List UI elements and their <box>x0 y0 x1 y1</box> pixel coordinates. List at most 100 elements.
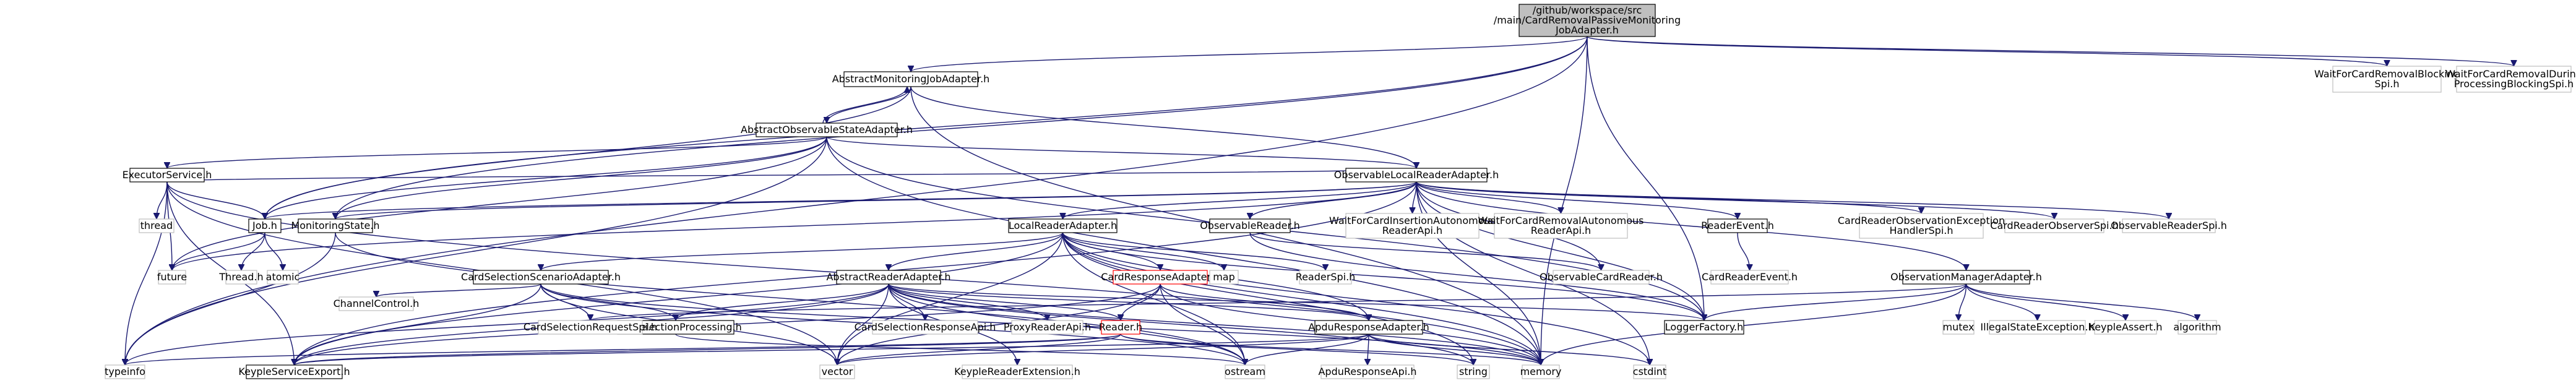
node-box-mstate <box>298 218 373 233</box>
node-obsreader[interactable]: ObservableReader.h <box>1200 218 1300 233</box>
node-box-aosa <box>756 123 898 137</box>
node-label-apduapi-0: ApduResponseApi.h <box>1318 366 1416 377</box>
node-box-ara <box>836 270 941 285</box>
node-kse[interactable]: KeypleServiceExport.h <box>238 364 350 379</box>
edge-reader-to-memory <box>1120 334 1541 366</box>
node-box-cra <box>1113 270 1208 285</box>
node-ara[interactable]: AbstractReaderAdapter.h <box>826 270 951 285</box>
node-ostream: ostream <box>1225 364 1265 379</box>
node-box-ise <box>1989 320 2086 335</box>
node-label-kre-0: KeypleReaderExtension.h <box>954 366 1080 377</box>
node-box-cc <box>338 296 414 311</box>
node-box-prapi <box>1011 320 1083 335</box>
node-olra[interactable]: ObservableLocalReaderAdapter.h <box>1334 168 1499 183</box>
edge-oma-to-mutex <box>1958 283 1967 321</box>
node-box-ocr <box>1553 270 1650 285</box>
edge-olra-to-revent <box>1416 181 1738 220</box>
node-box-apduapi <box>1320 364 1415 379</box>
node-label-cstdint-0: cstdint <box>1633 366 1666 377</box>
node-string: string <box>1457 364 1490 379</box>
node-box-wfcrar <box>1494 213 1628 239</box>
node-label-cc-0: ChannelControl.h <box>334 298 420 309</box>
node-map: map <box>1209 270 1239 285</box>
node-box-wfcrbs <box>2332 66 2442 93</box>
edge-cra-to-apdu <box>1160 283 1369 321</box>
node-exec[interactable]: ExecutorService.h <box>123 168 212 183</box>
node-ocr: ObservableCardReader.h <box>1540 270 1663 285</box>
node-box-root <box>1518 4 1656 37</box>
node-box-typeinfo <box>105 364 145 379</box>
node-revent[interactable]: ReaderEvent.h <box>1701 218 1774 233</box>
node-box-wfcrdp <box>2456 66 2572 93</box>
node-amja[interactable]: AbstractMonitoringJobAdapter.h <box>832 71 990 87</box>
node-box-future <box>158 270 186 285</box>
edge-lra-to-rspi <box>1062 232 1326 271</box>
node-label-obsrspi-0: ObservableReaderSpi.h <box>2111 220 2227 231</box>
edge-root-to-lfact <box>1587 36 1704 321</box>
edge-lra-to-memory <box>1062 232 1541 365</box>
node-label-ise-0: IllegalStateException.h <box>1980 321 2094 333</box>
edge-root-to-mstate <box>335 36 1588 219</box>
node-label-future-0: future <box>157 271 187 283</box>
node-lfact[interactable]: LoggerFactory.h <box>1664 320 1744 335</box>
edge-lra-to-lfact <box>1062 232 1705 321</box>
node-label-rspi-0: ReaderSpi.h <box>1296 271 1356 283</box>
node-box-kassert <box>2094 320 2157 335</box>
edge-apdu-to-vector <box>837 334 1369 366</box>
edge-aosa-to-olra <box>826 136 1416 169</box>
node-cra[interactable]: CardResponseAdapter.h <box>1101 270 1220 285</box>
node-label-ara-0: AbstractReaderAdapter.h <box>826 271 950 283</box>
node-label-wfciar-0: WaitForCardInsertionAutonomous <box>1329 215 1496 226</box>
node-box-memory <box>1522 364 1560 379</box>
node-label-ocr-0: ObservableCardReader.h <box>1540 271 1663 283</box>
edge-job-to-atomic <box>264 232 283 270</box>
edge-olra-to-lra <box>1063 181 1417 220</box>
edge-obsreader-to-ocr <box>1249 232 1601 271</box>
node-lra[interactable]: LocalReaderAdapter.h <box>1008 218 1118 233</box>
edge-cra-to-ostream <box>1160 283 1245 365</box>
node-memory: memory <box>1520 364 1562 379</box>
node-root[interactable]: /github/workspace/src/main/CardRemovalPa… <box>1494 4 1681 37</box>
edge-obsreader-to-lfact <box>1249 232 1704 321</box>
edge-cra-to-reader <box>1121 283 1161 321</box>
node-label-aosa-0: AbstractObservableStateAdapter.h <box>741 124 913 136</box>
node-box-mutex <box>1942 320 1975 335</box>
node-label-obsreader-0: ObservableReader.h <box>1200 220 1300 231</box>
edge-olra-to-obsrspi <box>1416 181 2169 220</box>
node-oma[interactable]: ObservationManagerAdapter.h <box>1890 270 2042 285</box>
edge-lra-to-cssa <box>541 232 1064 271</box>
node-job[interactable]: Job.h <box>248 218 282 233</box>
edge-oma-to-lfact <box>1704 283 1967 321</box>
node-box-apdu <box>1314 320 1423 335</box>
edge-reader-to-typeinfo <box>125 334 1121 366</box>
node-wfciar: WaitForCardInsertionAutonomousReaderApi.… <box>1329 213 1496 239</box>
node-label-lfact-0: LoggerFactory.h <box>1665 321 1744 333</box>
node-label-memory-0: memory <box>1520 366 1562 377</box>
edge-mstate-to-ostream <box>335 232 1245 365</box>
node-label-mproc-0: MultiSelectionProcessing.h <box>610 321 742 333</box>
node-aosa[interactable]: AbstractObservableStateAdapter.h <box>741 123 913 137</box>
edge-lra-to-string <box>1062 232 1474 365</box>
edge-apdu-to-apduapi <box>1368 334 1369 365</box>
node-label-amja-0: AbstractMonitoringJobAdapter.h <box>832 73 990 85</box>
node-apduapi: ApduResponseApi.h <box>1318 364 1417 379</box>
node-reader[interactable]: Reader.h <box>1099 320 1142 335</box>
node-label-map-0: map <box>1213 271 1235 283</box>
node-ise: IllegalStateException.h <box>1980 320 2095 335</box>
node-obsrspi: ObservableReaderSpi.h <box>2111 218 2227 233</box>
node-box-csra <box>872 320 978 335</box>
node-mstate[interactable]: MonitoringState.h <box>291 218 380 233</box>
node-apdu[interactable]: ApduResponseAdapter.h <box>1308 320 1429 335</box>
node-box-job <box>248 218 282 233</box>
node-csra: CardSelectionResponseApi.h <box>855 320 996 335</box>
node-csrs: CardSelectionRequestSpi.h <box>523 320 657 335</box>
node-label-wfcrar-0: WaitForCardRemovalAutonomous <box>1478 215 1643 226</box>
edge-apdu-to-memory <box>1368 334 1541 366</box>
node-cstdint: cstdint <box>1633 364 1666 379</box>
node-label-kassert-0: KeypleAssert.h <box>2089 321 2163 333</box>
node-cssa[interactable]: CardSelectionScenarioAdapter.h <box>461 270 621 285</box>
edge-oma-to-memory <box>1541 283 1967 365</box>
node-label-wfcrbs-1: Spi.h <box>2375 78 2400 90</box>
node-label-revent-0: ReaderEvent.h <box>1701 220 1774 231</box>
